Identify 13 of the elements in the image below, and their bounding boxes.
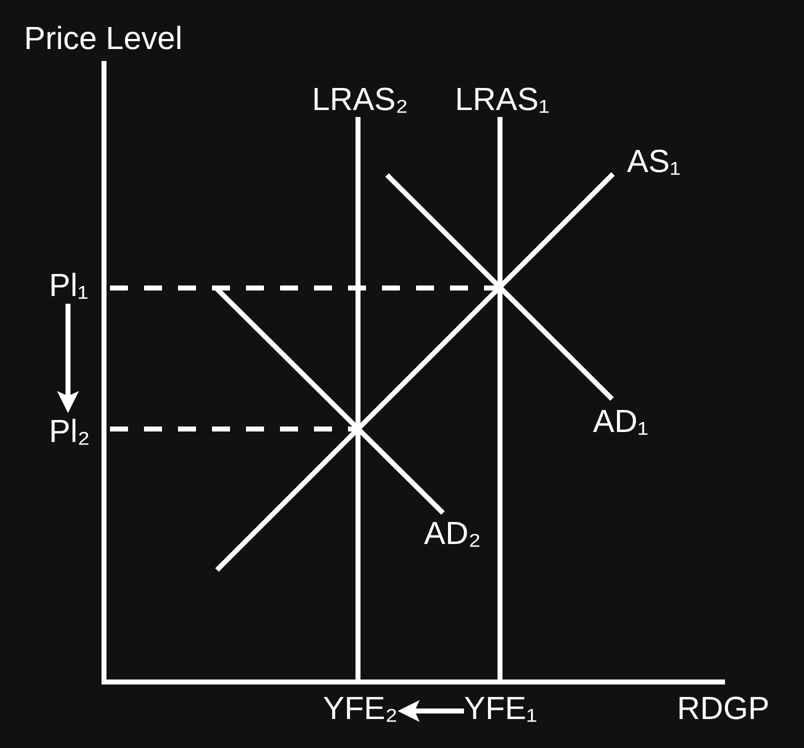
curve-label: LRAS₁	[455, 81, 550, 118]
axis-title: Price Level	[24, 20, 182, 57]
shift-arrow	[398, 700, 464, 722]
curve-label: AD₁	[593, 403, 648, 440]
axis-title: RDGP	[677, 690, 770, 727]
axis-tick-label: YFE₁	[464, 690, 538, 727]
axis-tick-label: Pl₁	[49, 267, 88, 304]
axis-tick-label: Pl₂	[49, 413, 90, 450]
curve-label: AD₂	[424, 515, 481, 552]
shift-arrow	[57, 304, 79, 413]
curve-label: LRAS₂	[312, 81, 408, 118]
curve-label: AS₁	[627, 143, 680, 180]
axis-tick-label: YFE₂	[323, 690, 398, 727]
